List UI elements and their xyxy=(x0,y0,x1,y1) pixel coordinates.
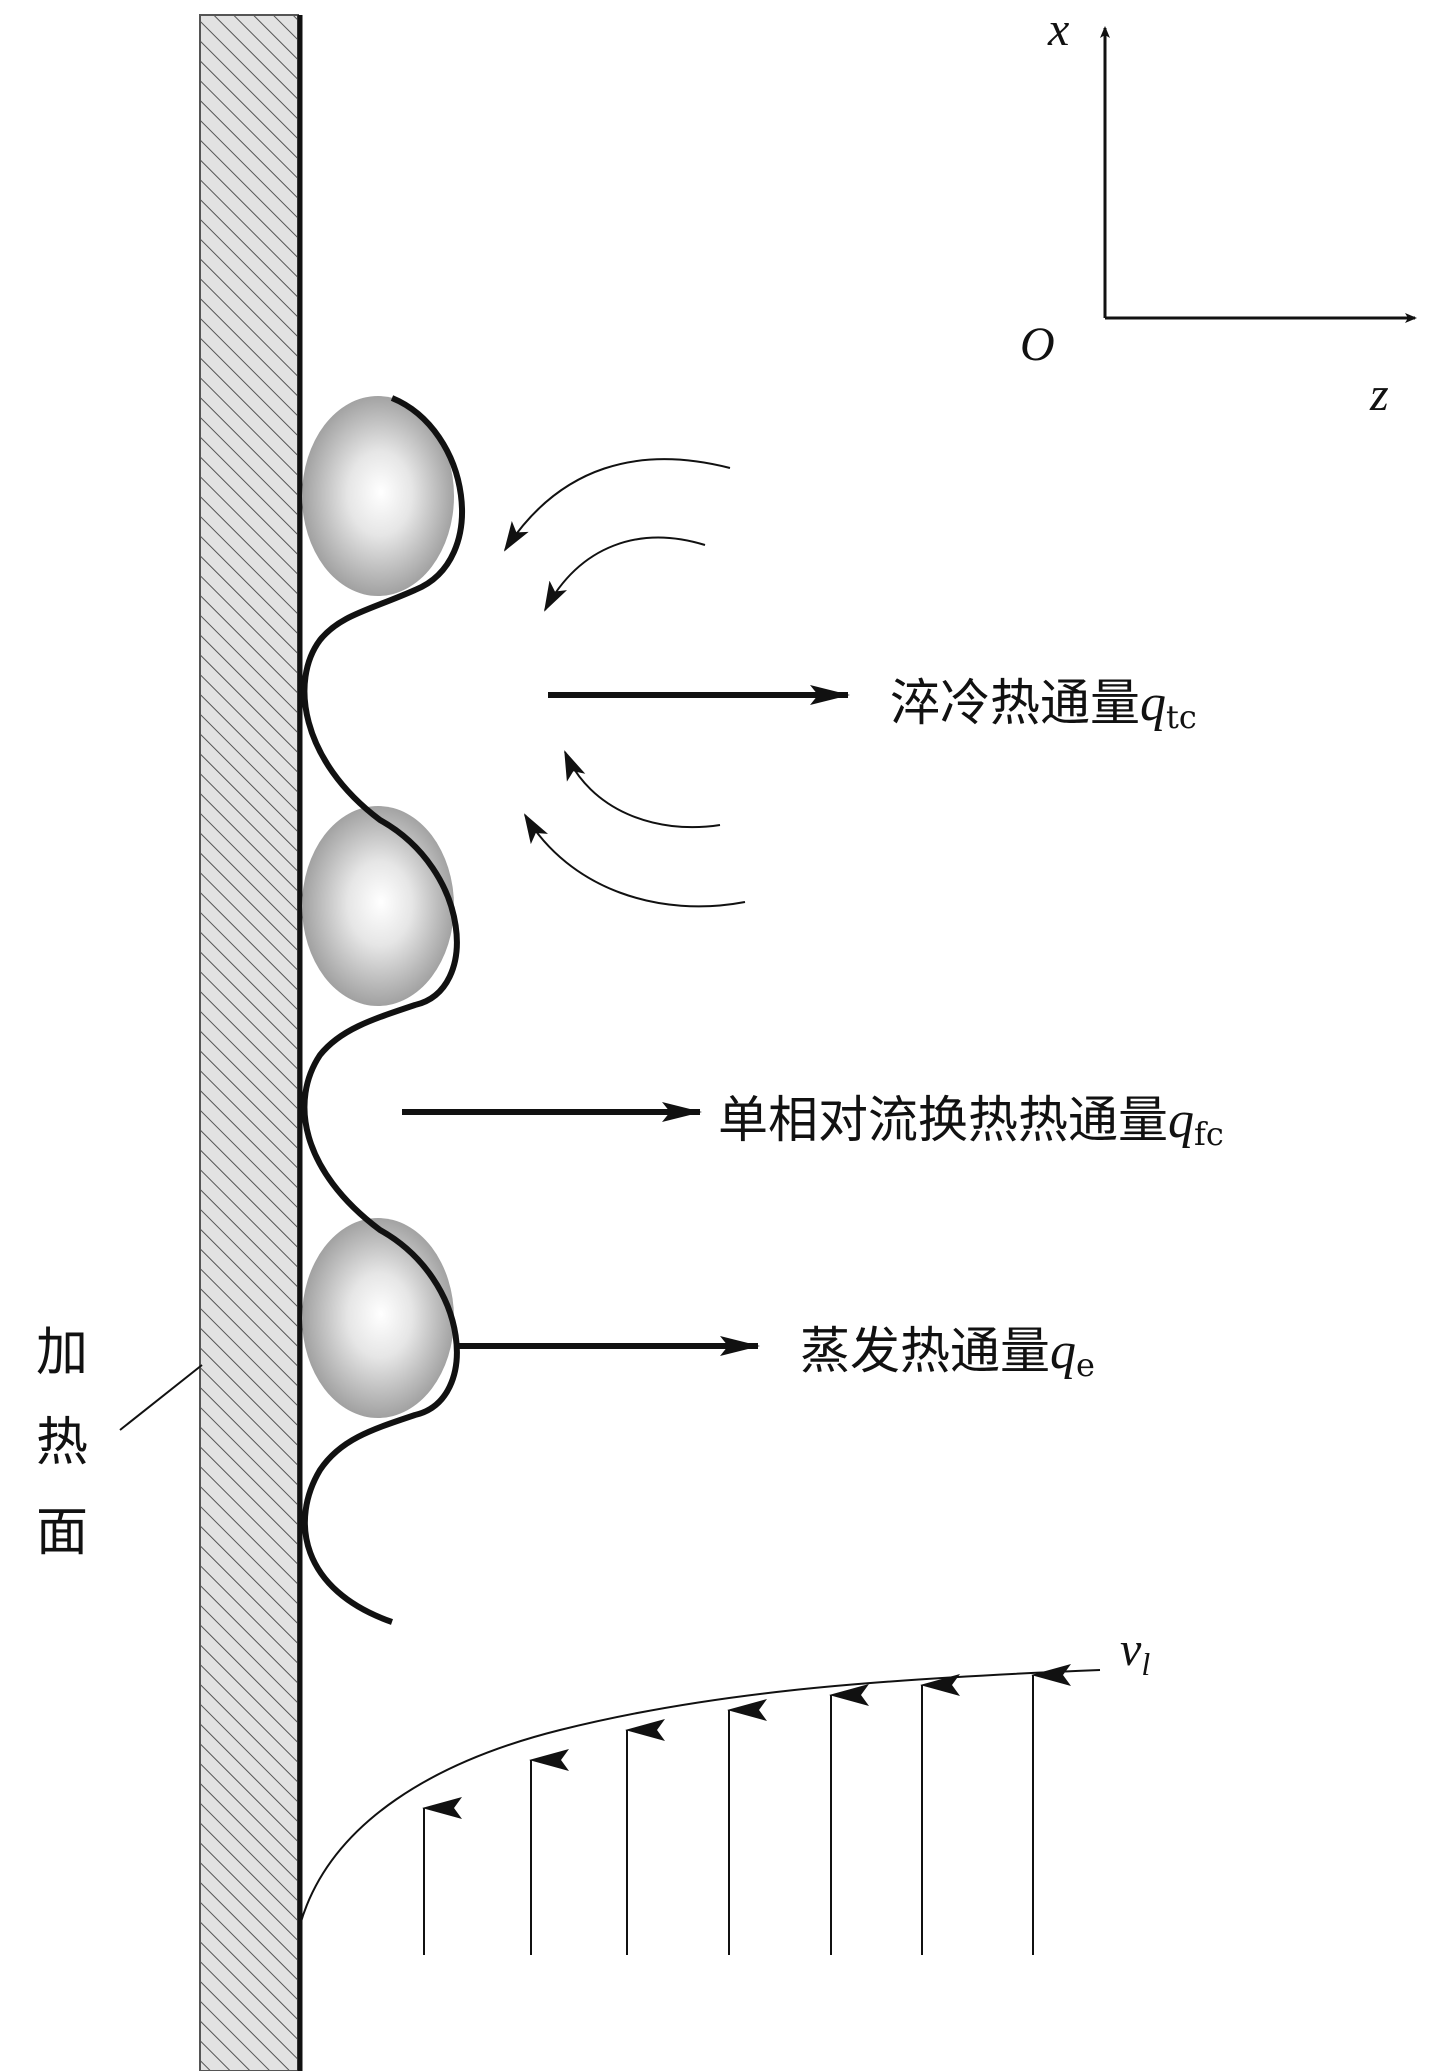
bubble-1 xyxy=(302,396,454,596)
heated-wall-hatch xyxy=(199,14,299,2071)
evaporation-flux-text: 蒸发热通量 xyxy=(800,1322,1050,1380)
heated-wall xyxy=(199,14,303,2071)
evaporation-flux-symbol: q xyxy=(1050,1323,1076,1380)
wall-label-leader xyxy=(119,1364,203,1431)
wall-label-char-1: 加 xyxy=(36,1323,88,1383)
velocity-profile: vl xyxy=(299,1623,1150,1955)
curved-arrow-4 xyxy=(523,813,746,908)
convection-flux-label: 单相对流换热热通量qfc xyxy=(718,1091,1224,1153)
evaporation-flux-subscript: e xyxy=(1076,1346,1095,1384)
wall-label-char-3: 面 xyxy=(36,1503,88,1563)
x-axis-label: x xyxy=(1047,3,1069,56)
convection-flux-symbol: q xyxy=(1168,1092,1194,1149)
quench-flux-label: 淬冷热通量qtc xyxy=(890,674,1197,736)
z-axis-label: z xyxy=(1369,368,1389,421)
evaporation-flux-label: 蒸发热通量qe xyxy=(800,1322,1095,1384)
vapor-bubbles xyxy=(302,396,454,1418)
wavy-boundary-line xyxy=(301,395,465,1625)
bubble-2 xyxy=(302,806,454,1006)
velocity-profile-curve xyxy=(299,1669,1101,1926)
velocity-subscript: l xyxy=(1141,1646,1150,1682)
wall-label-char-2: 热 xyxy=(36,1413,88,1473)
quench-flow-arrows xyxy=(503,458,746,908)
heat-flux-arrows xyxy=(402,685,850,1356)
coordinate-axes: x O z xyxy=(1020,3,1417,421)
curved-arrow-2 xyxy=(544,536,706,612)
origin-label: O xyxy=(1020,318,1055,371)
wall-label: 加 热 面 xyxy=(36,1323,203,1563)
bubble-3 xyxy=(302,1218,454,1418)
curved-arrow-1 xyxy=(503,458,731,552)
convection-flux-text: 单相对流换热热通量 xyxy=(718,1091,1168,1149)
quench-flux-text: 淬冷热通量 xyxy=(890,674,1140,732)
quench-flux-symbol: q xyxy=(1140,675,1166,732)
convection-flux-subscript: fc xyxy=(1194,1115,1224,1153)
quench-flux-subscript: tc xyxy=(1166,698,1197,736)
velocity-symbol: v xyxy=(1120,1623,1142,1676)
velocity-label: vl xyxy=(1120,1623,1150,1682)
curved-arrow-3 xyxy=(564,750,721,829)
